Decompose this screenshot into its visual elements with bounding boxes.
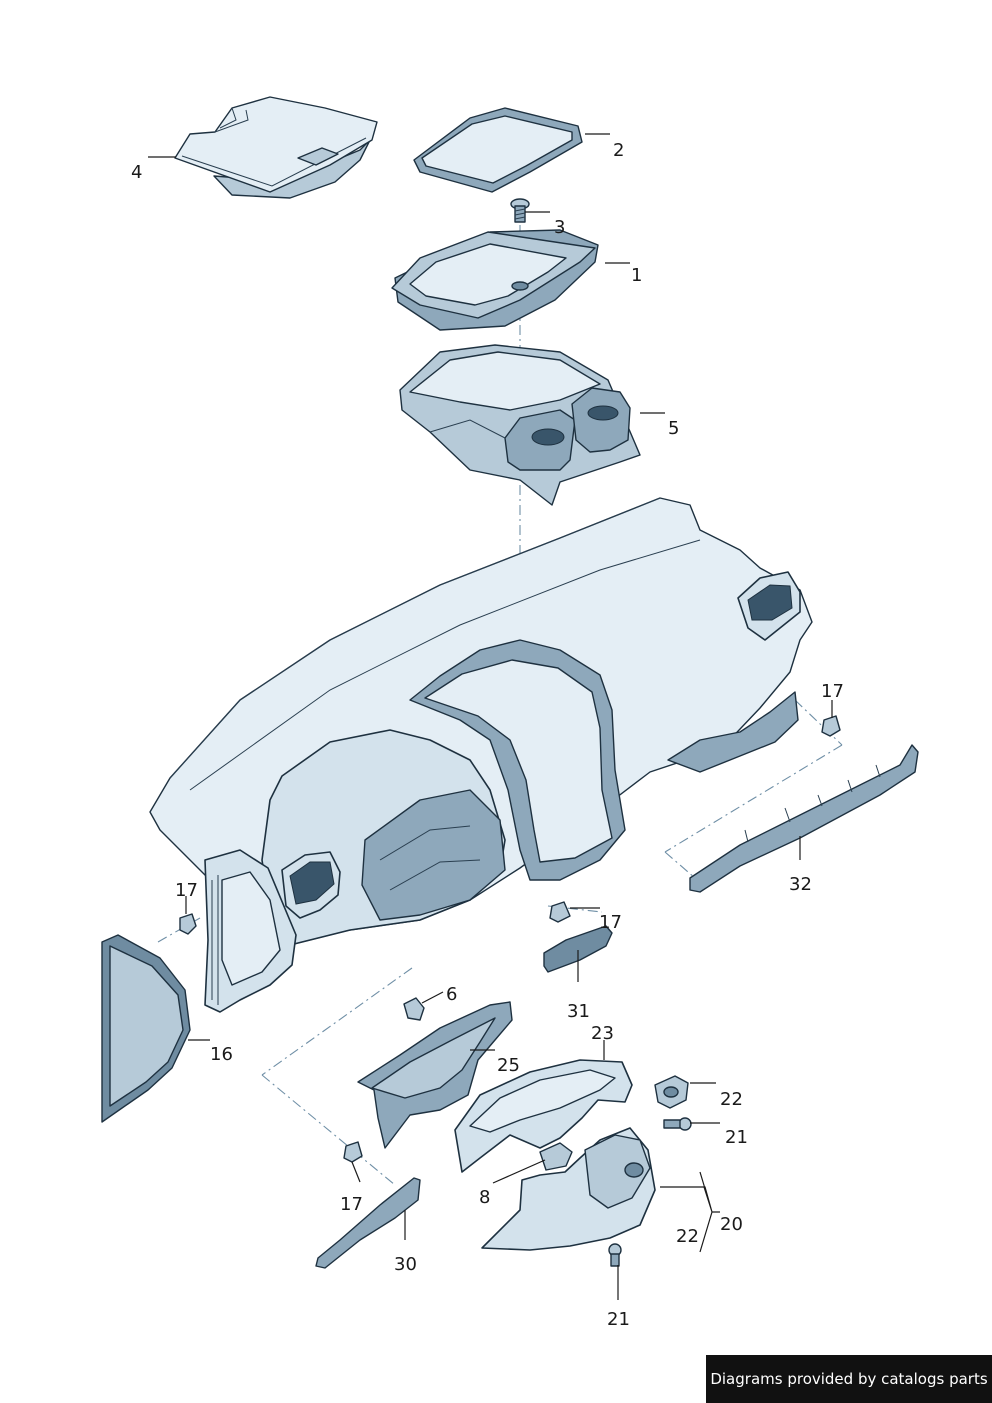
clips-17 [179, 715, 841, 1163]
callout-1: 1 [631, 265, 642, 286]
credit-text: Diagrams provided by catalogs parts [710, 1370, 988, 1388]
callout-3: 3 [554, 217, 565, 238]
callout-20: 20 [720, 1214, 743, 1235]
callout-25: 25 [497, 1055, 520, 1076]
credit-banner: Diagrams provided by catalogs parts [706, 1355, 992, 1403]
part-22-bracket [654, 1075, 689, 1109]
callout-32: 32 [789, 874, 812, 895]
part-20-lower-shroud [481, 1127, 656, 1251]
callout-2: 2 [613, 140, 624, 161]
callout-23: 23 [591, 1023, 614, 1044]
part-8-switch [539, 1142, 573, 1171]
part-3-screw [510, 198, 530, 223]
part-4-lid [174, 96, 378, 199]
callout-4: 4 [131, 162, 142, 183]
part-6-bracket [403, 997, 425, 1021]
part-30-bracket [315, 1177, 421, 1269]
callout-22-lower: 22 [676, 1226, 699, 1247]
part-2-cover [413, 107, 583, 193]
callout-5: 5 [668, 418, 679, 439]
callout-21-lower: 21 [607, 1309, 630, 1330]
part-21-screws [608, 1117, 692, 1267]
part-31-centre-trim [543, 925, 613, 973]
callout-17-right: 17 [821, 681, 844, 702]
callout-labels: 1 2 3 4 5 6 8 16 17 17 17 17 20 21 21 22… [131, 140, 844, 1330]
part-5-vent-housing [399, 344, 641, 506]
callout-17-lower: 17 [340, 1194, 363, 1215]
callout-17-centre: 17 [599, 912, 622, 933]
callout-22-upper: 22 [720, 1089, 743, 1110]
part-16-side-trim [101, 934, 191, 1123]
callout-30: 30 [394, 1254, 417, 1275]
callout-31: 31 [567, 1001, 590, 1022]
part-25-lower-trim [357, 1001, 513, 1149]
dashboard-main [149, 497, 813, 946]
callout-16: 16 [210, 1044, 233, 1065]
part-32-trim-strip [689, 744, 919, 893]
part-1-tray [391, 229, 599, 331]
dashboard-side-frame [204, 849, 297, 1013]
part-23-upper-shroud [454, 1059, 633, 1173]
leader-lines [148, 133, 833, 1300]
callout-21-upper: 21 [725, 1127, 748, 1148]
callout-6: 6 [446, 984, 457, 1005]
callout-17-left: 17 [175, 880, 198, 901]
callout-8: 8 [479, 1187, 490, 1208]
